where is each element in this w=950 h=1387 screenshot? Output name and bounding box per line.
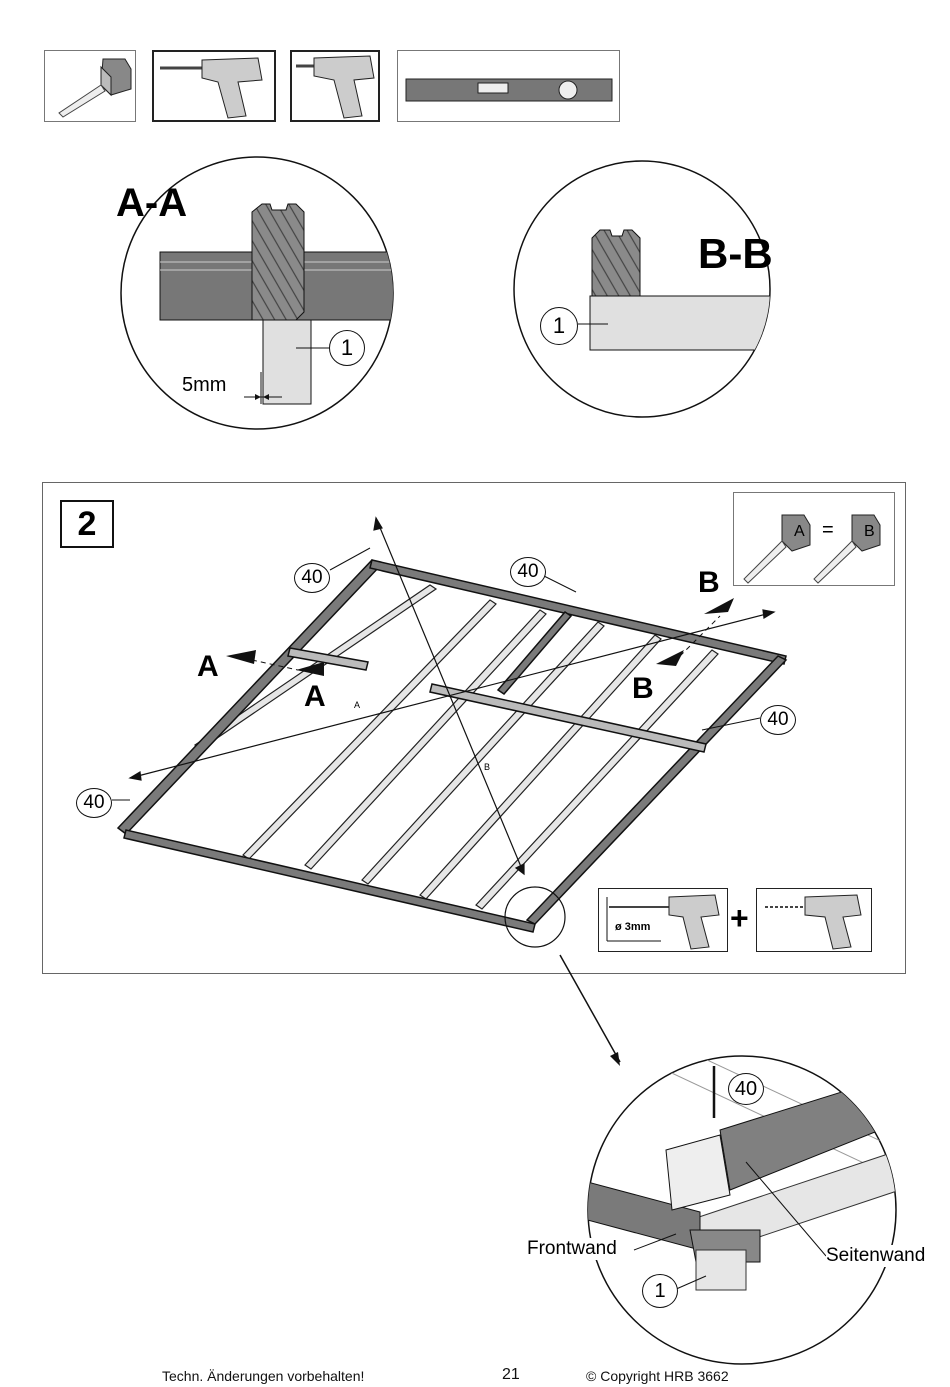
screw-callout-40: 40 xyxy=(510,557,546,587)
screw-callout-40: 40 xyxy=(294,563,330,593)
label-seitenwand: Seitenwand xyxy=(826,1245,926,1267)
compare-b: B xyxy=(864,523,875,540)
drill-icon xyxy=(296,55,375,119)
screw-callout-40: 40 xyxy=(76,788,112,818)
drill-pilot-inset: ø 3mm xyxy=(598,888,728,952)
detail-aa-title: A-A xyxy=(116,181,188,225)
label-frontwand: Frontwand xyxy=(527,1238,617,1260)
tool-tape-box xyxy=(44,50,136,122)
screw-callout-40: 40 xyxy=(728,1073,764,1105)
section-mark-b: B xyxy=(632,672,654,705)
tool-level-box xyxy=(397,50,620,122)
footer-copyright: © Copyright HRB 3662 xyxy=(586,1368,729,1384)
tool-drill-box-1 xyxy=(152,50,276,122)
screwdriver-drill-icon xyxy=(765,894,862,950)
page-number: 21 xyxy=(502,1366,520,1383)
drill-screw-inset xyxy=(756,888,872,952)
compare-a: A xyxy=(794,523,805,540)
part-callout-1: 1 xyxy=(329,330,365,366)
section-mark-a: A xyxy=(304,680,326,713)
step-number: 2 xyxy=(60,500,114,548)
compare-equals: = xyxy=(822,519,834,541)
detail-bb-title: B-B xyxy=(698,230,773,277)
tape-mark-b: B xyxy=(484,762,491,772)
footer-notice: Techn. Änderungen vorbehalten! xyxy=(162,1368,365,1384)
compare-inset: A = B xyxy=(733,492,895,586)
section-mark-b: B xyxy=(698,566,720,599)
part-callout-1: 1 xyxy=(540,307,578,345)
plus-sign: + xyxy=(730,900,749,936)
tool-drill-box-2 xyxy=(290,50,380,122)
section-mark-a: A xyxy=(197,650,219,683)
step-2-panel xyxy=(42,482,906,974)
drill-icon xyxy=(606,894,720,950)
part-callout-1: 1 xyxy=(642,1274,678,1308)
spirit-level-icon xyxy=(405,78,613,102)
measuring-tape-icon xyxy=(743,514,881,584)
tape-mark-a: A xyxy=(354,700,361,710)
drill-icon xyxy=(160,57,263,119)
screw-callout-40: 40 xyxy=(760,705,796,735)
drill-bit-size: ø 3mm xyxy=(615,921,651,933)
dimension-label: 5mm xyxy=(182,374,227,396)
measuring-tape-icon xyxy=(58,58,132,118)
